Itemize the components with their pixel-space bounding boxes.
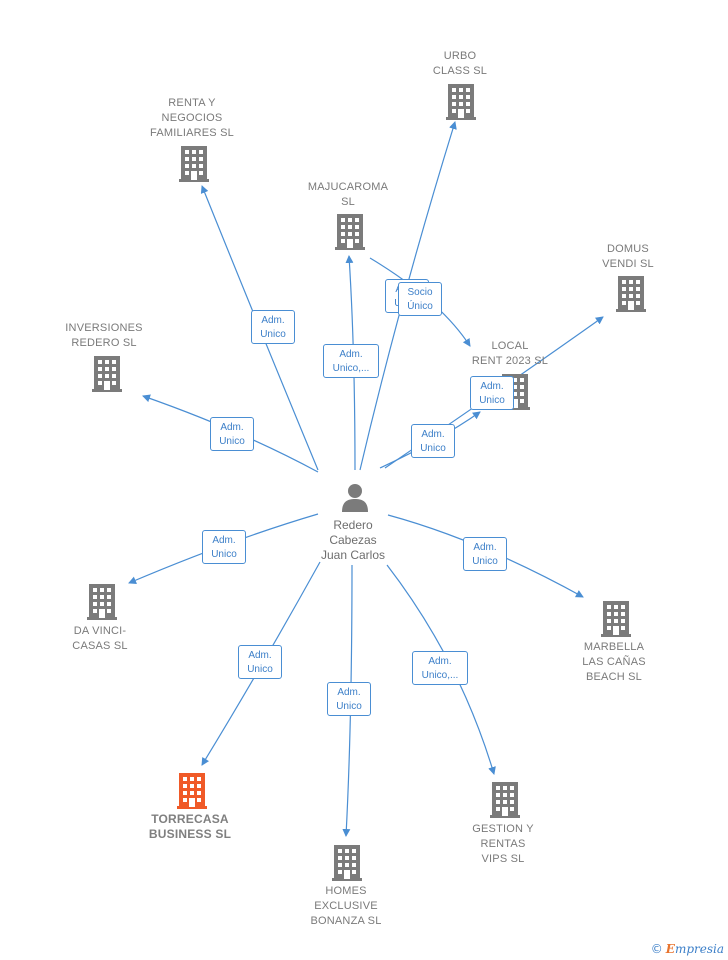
company-label-davinci[interactable]: DA VINCI- CASAS SL: [72, 625, 128, 652]
company-label-renta[interactable]: RENTA Y NEGOCIOS FAMILIARES SL: [150, 97, 234, 139]
building-icon[interactable]: [446, 84, 476, 120]
person-icon[interactable]: [341, 483, 369, 513]
copyright-symbol: ©: [650, 942, 663, 956]
relation-label-renta[interactable]: Adm. Unico: [251, 310, 295, 344]
building-icon[interactable]: [335, 214, 365, 250]
building-icon[interactable]: [92, 356, 122, 392]
building-icon[interactable]: [332, 845, 362, 881]
relation-label-majucaroma[interactable]: Adm. Unico,...: [323, 344, 379, 378]
relation-label-marbella[interactable]: Adm. Unico: [463, 537, 507, 571]
company-label-homes[interactable]: HOMES EXCLUSIVE BONANZA SL: [310, 885, 382, 927]
relation-label-local[interactable]: Socio Único: [398, 282, 442, 316]
relation-label-davinci[interactable]: Adm. Unico: [202, 530, 246, 564]
relation-label-homes[interactable]: Adm. Unico: [327, 682, 371, 716]
company-label-torrecasa[interactable]: TORRECASA BUSINESS SL: [148, 812, 232, 841]
relation-label-domus[interactable]: Adm. Unico: [470, 376, 514, 410]
building-icon[interactable]: [601, 601, 631, 637]
empresia-logo: ©Empresia: [651, 942, 724, 956]
relation-label-torrecasa[interactable]: Adm. Unico: [238, 645, 282, 679]
company-label-majucaroma[interactable]: MAJUCAROMA SL: [307, 181, 389, 208]
company-label-gestion[interactable]: GESTION Y RENTAS VIPS SL: [472, 823, 534, 865]
company-label-inversiones[interactable]: INVERSIONES REDERO SL: [65, 322, 143, 349]
building-icon[interactable]: [179, 146, 209, 182]
company-label-urbo[interactable]: URBO CLASS SL: [432, 50, 488, 77]
relation-label-inversiones[interactable]: Adm. Unico: [210, 417, 254, 451]
relation-label-gestion[interactable]: Adm. Unico,...: [412, 651, 468, 685]
building-icon[interactable]: [616, 276, 646, 312]
company-label-local[interactable]: LOCAL RENT 2023 SL: [471, 340, 549, 367]
company-label-domus[interactable]: DOMUS VENDI SL: [602, 243, 654, 270]
brand-name: mpresia: [674, 942, 724, 956]
relation-label-local[interactable]: Adm. Unico: [411, 424, 455, 458]
company-label-marbella[interactable]: MARBELLA LAS CAÑAS BEACH SL: [582, 641, 646, 683]
building-icon[interactable]: [87, 584, 117, 620]
building-icon[interactable]: [177, 773, 207, 809]
person-name[interactable]: Redero Cabezas Juan Carlos: [320, 518, 386, 562]
brand-initial: E: [665, 942, 675, 956]
building-icon[interactable]: [490, 782, 520, 818]
